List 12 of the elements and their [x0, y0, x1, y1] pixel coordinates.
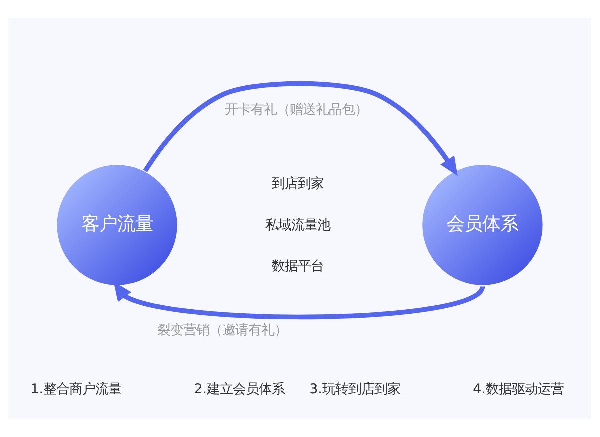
- label: 私域流量池: [265, 218, 330, 234]
- node-circle: 客户流量: [56, 164, 178, 286]
- label: 4.数据驱动运营: [473, 382, 564, 398]
- arrow: [143, 81, 458, 176]
- label: 3.玩转到店到家: [310, 382, 400, 398]
- label: 到店到家: [272, 176, 324, 192]
- edge-label: 开卡有礼（赠送礼品包）: [224, 102, 368, 118]
- edge-label: 裂变营销（邀请有礼）: [157, 323, 288, 338]
- label: 数据平台: [272, 260, 324, 275]
- label: 1.整合商户流量: [30, 382, 122, 398]
- label: 2.建立会员体系: [194, 382, 286, 398]
- node-circle: 会员体系: [422, 164, 544, 286]
